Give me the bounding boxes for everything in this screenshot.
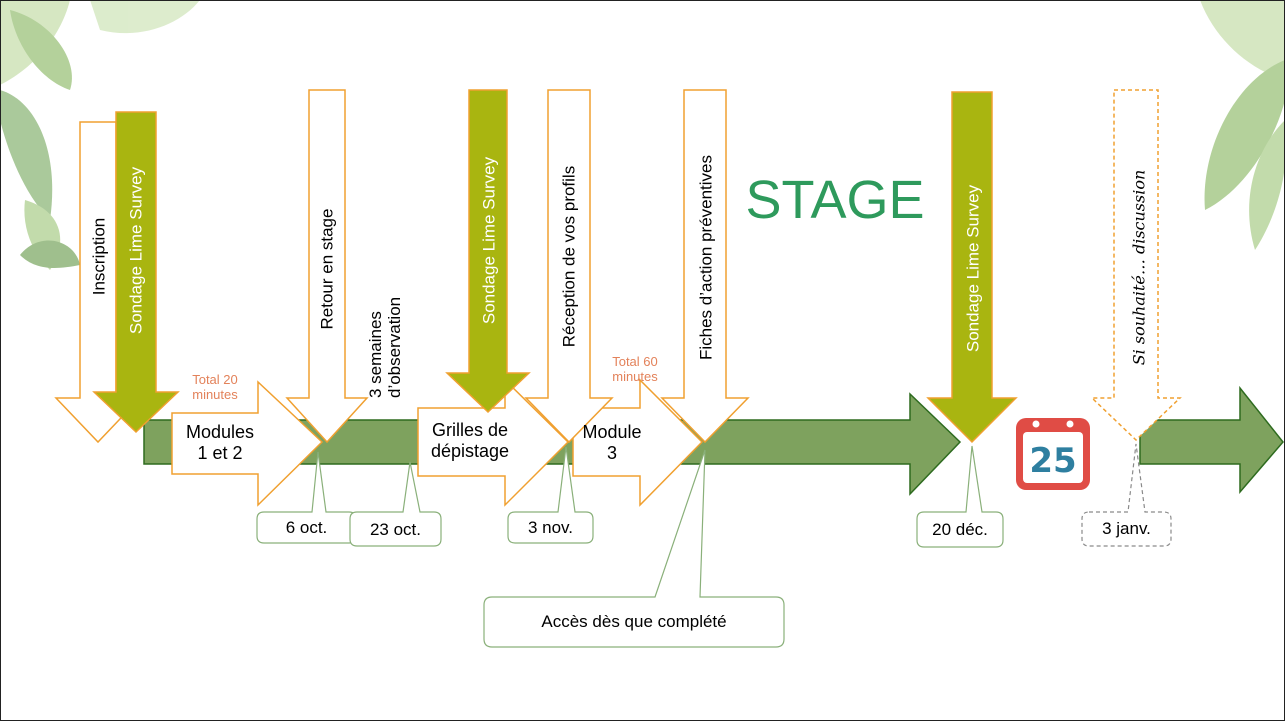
date-6-oct: 6 oct.	[285, 518, 328, 537]
date-callout-2	[349, 461, 442, 547]
survey-arrow-3	[926, 91, 1018, 444]
note-total-60: Total 60 minutes	[612, 354, 658, 384]
down-arrow-fiches	[660, 89, 750, 444]
label-observation: 3 semaines d’observation	[366, 296, 404, 398]
down-arrow-retour	[285, 89, 369, 444]
leaf-decoration-left-icon	[0, 0, 200, 270]
calendar-icon: 25	[1012, 410, 1094, 492]
label-retour: Retour en stage	[317, 208, 337, 330]
access-callout	[483, 449, 785, 648]
date-callout-4	[916, 445, 1004, 548]
label-reception: Réception de vos profils	[559, 165, 579, 348]
label-discussion: Si souhaité… discussion	[1129, 169, 1149, 366]
step-arrow-grilles	[417, 378, 570, 507]
label-sondage-1: Sondage Lime Survey	[126, 166, 146, 335]
note-total-20: Total 20 minutes	[192, 372, 238, 402]
timeline-arrow-end	[1139, 385, 1284, 495]
leaf-decoration-right-icon	[1200, 0, 1285, 250]
down-arrow-discussion	[1090, 89, 1182, 442]
down-arrow-reception	[524, 89, 614, 444]
date-3-nov: 3 nov.	[527, 518, 574, 537]
step-arrow-module-3	[572, 378, 704, 507]
step-label-module-3: Module 3	[582, 422, 642, 463]
access-note: Accès dès que complété	[541, 612, 727, 631]
survey-arrow-1	[92, 111, 180, 434]
survey-arrow-2	[445, 89, 531, 414]
date-3-janv: 3 janv.	[1102, 519, 1151, 538]
date-callout-5	[1081, 443, 1172, 547]
label-sondage-3: Sondage Lime Survey	[963, 184, 983, 353]
date-23-oct: 23 oct.	[369, 520, 422, 539]
label-fiches: Fiches d’action préventives	[696, 154, 716, 361]
step-label-modules-12: Modules 1 et 2	[185, 422, 255, 463]
page-title: STAGE	[745, 170, 925, 230]
date-20-dec: 20 déc.	[932, 520, 988, 539]
step-label-grilles: Grilles de dépistage	[430, 420, 510, 461]
label-sondage-2: Sondage Lime Survey	[479, 156, 499, 325]
date-callout-3	[507, 446, 594, 544]
calendar-day: 25	[1029, 441, 1076, 481]
step-arrow-modules-12	[171, 380, 324, 507]
label-inscription: Inscription	[89, 217, 109, 296]
